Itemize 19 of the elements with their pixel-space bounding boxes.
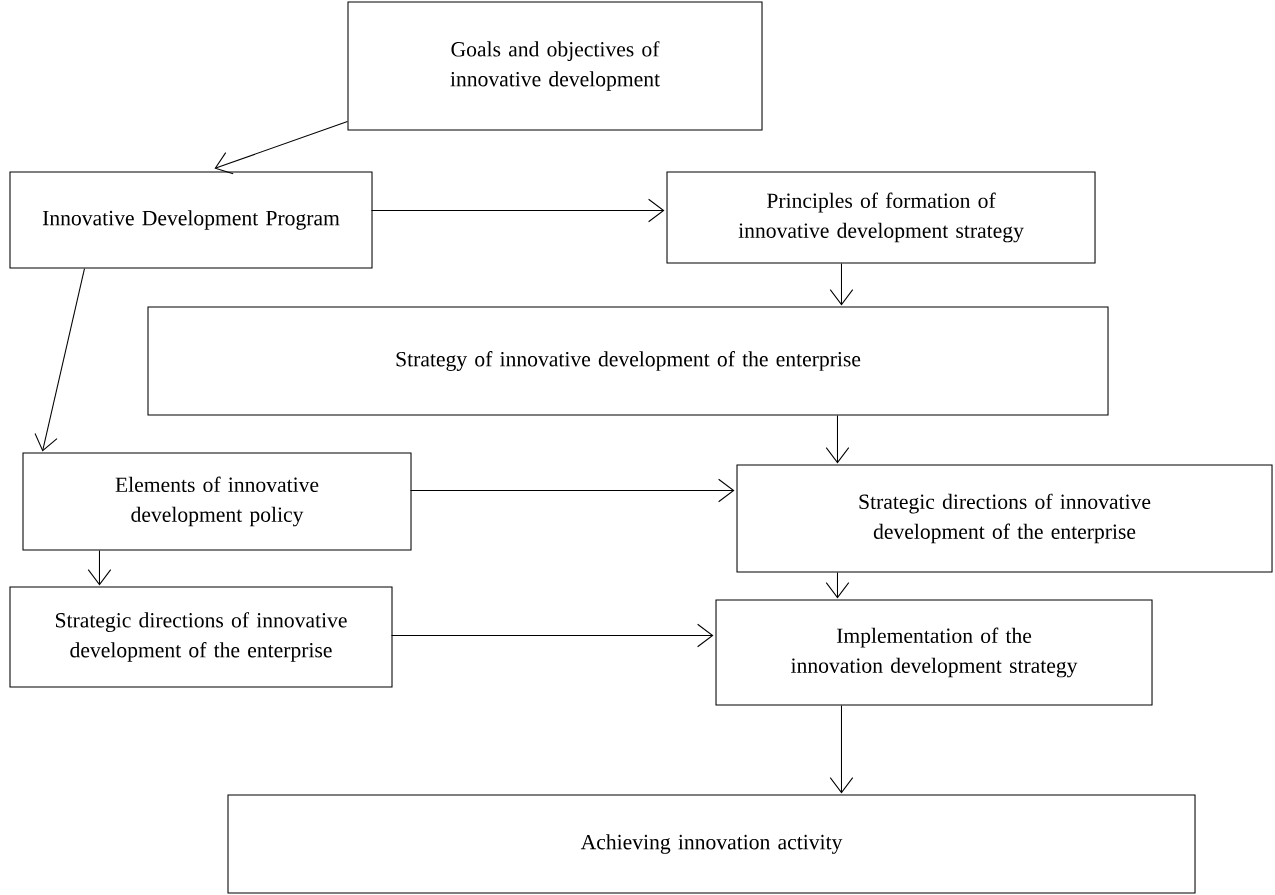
process-box: Goals and objectives of innovative development <box>347 1 763 131</box>
arrow <box>370 198 665 223</box>
arrow <box>214 121 348 175</box>
arrow <box>390 623 714 648</box>
arrow <box>829 263 854 306</box>
process-box: Elements of innovative development policy <box>22 452 412 551</box>
process-box: Principles of formation of innovative development strategy <box>666 171 1096 264</box>
process-box: Implementation of the innovation development strategy <box>715 599 1153 706</box>
arrow <box>825 572 850 599</box>
arrow <box>829 705 854 794</box>
process-box: Strategy of innovative development of the enterprise <box>147 306 1109 416</box>
arrow <box>409 478 735 503</box>
arrow <box>34 268 85 452</box>
process-box: Strategic directions of innovative development of the enterprise <box>9 586 393 688</box>
process-box: Innovative Development Program <box>9 171 373 269</box>
arrow <box>825 415 850 464</box>
process-box: Strategic directions of innovative development of the enterprise <box>736 464 1273 573</box>
process-box: Achieving innovation activity <box>227 794 1196 894</box>
arrow <box>87 550 112 586</box>
